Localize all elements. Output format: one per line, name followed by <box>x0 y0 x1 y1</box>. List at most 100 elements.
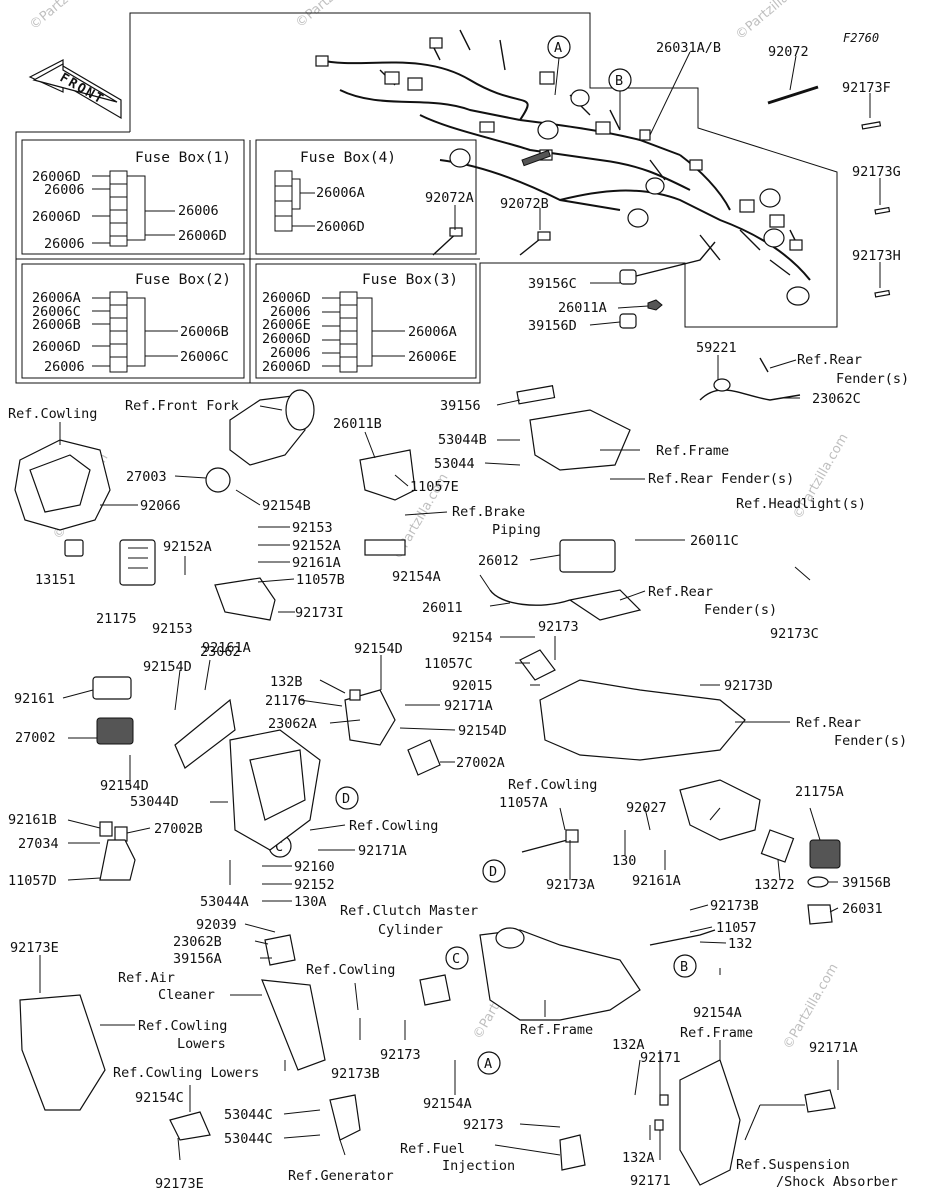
part-label: 53044C <box>224 1131 273 1147</box>
part-label: 130 <box>612 853 636 869</box>
part-label: 92171A <box>444 698 493 714</box>
part-label: 92161 <box>14 691 55 707</box>
fuse-box-title: Fuse Box(4) <box>300 150 396 166</box>
part-label: 26011B <box>333 416 382 432</box>
part-label: 132B <box>270 674 303 690</box>
fuse-box-title: Fuse Box(1) <box>135 150 231 166</box>
part-label: Cylinder <box>378 922 443 938</box>
fuse-box-title: Fuse Box(2) <box>135 272 231 288</box>
part-label: /Shock Absorber <box>776 1174 898 1190</box>
part-label: 39156A <box>173 951 222 967</box>
callout-letter: C <box>452 951 460 967</box>
part-label: 132A <box>622 1150 655 1166</box>
part-label: 23062A <box>268 716 317 732</box>
part-label: 59221 <box>696 340 737 356</box>
part-label: 92171 <box>630 1173 671 1189</box>
part-label: 23062C <box>812 391 861 407</box>
part-label: 92173F <box>842 80 891 96</box>
main-harness <box>315 29 811 306</box>
part-label: Fender(s) <box>704 602 777 618</box>
part-label: 21175 <box>96 611 137 627</box>
part-label: 53044 <box>434 456 475 472</box>
part-label: Ref.Fuel <box>400 1141 465 1157</box>
part-label: 92171A <box>809 1040 858 1056</box>
fuse-box-panel <box>15 12 838 384</box>
part-label: 39156D <box>528 318 577 334</box>
part-label: Ref.Clutch Master <box>340 903 478 919</box>
part-label: 92039 <box>196 917 237 933</box>
part-label: Ref.Rear Fender(s) <box>648 471 794 487</box>
part-label: 11057 <box>716 920 757 936</box>
callout: B <box>608 68 632 130</box>
fuse-box-4: Fuse Box(4) 26006A 26006D <box>274 150 396 235</box>
part-label: 27002 <box>15 730 56 746</box>
watermark: ©Partzilla.com <box>293 0 376 31</box>
callout: D <box>482 859 506 883</box>
part-label: 11057B <box>296 572 345 588</box>
part-label: 26011A <box>558 300 607 316</box>
part-label: 53044D <box>130 794 179 810</box>
callout-letter: A <box>554 40 562 56</box>
fuse-label: 26006 <box>44 236 85 252</box>
part-label: Cleaner <box>158 987 215 1003</box>
part-label: 92152A <box>163 539 212 555</box>
part-label: 26011C <box>690 533 739 549</box>
front-arrow-icon: FRONT <box>28 59 122 120</box>
part-label: Ref.Cowling <box>306 962 395 978</box>
part-label: 53044A <box>200 894 249 910</box>
part-label: 92154A <box>693 1005 742 1021</box>
part-label: Ref.Cowling <box>8 406 97 422</box>
part-labels: 26031A/B 92072 92173F 92173G 92173H 9207… <box>8 40 909 1192</box>
fuse-label: 26006E <box>262 317 311 333</box>
callout-letter: A <box>484 1056 492 1072</box>
part-label: 21175A <box>795 784 844 800</box>
callout: A <box>477 1051 501 1075</box>
part-label: 92153 <box>152 621 193 637</box>
part-label: 92154A <box>423 1096 472 1112</box>
fuse-box-3: Fuse Box(3) 26006D 26006 26006E 26006D 2… <box>262 272 458 375</box>
part-label: 92173 <box>538 619 579 635</box>
part-label: 92066 <box>140 498 181 514</box>
fuse-label: 26006E <box>408 349 457 365</box>
part-label: 92173B <box>331 1066 380 1082</box>
part-label: Ref.Cowling <box>138 1018 227 1034</box>
part-label: 92173G <box>852 164 901 180</box>
part-label: Ref.Generator <box>288 1168 394 1184</box>
part-label: Ref.Cowling Lowers <box>113 1065 259 1081</box>
callout-letter: B <box>615 73 623 89</box>
part-label: 26012 <box>478 553 519 569</box>
fuse-label: 26006B <box>180 324 229 340</box>
part-label: 130A <box>294 894 327 910</box>
fuse-label: 26006 <box>44 359 85 375</box>
fuse-label: 26006D <box>262 290 311 306</box>
watermark: ©Partzilla.com <box>27 0 110 33</box>
part-label: 92173D <box>724 678 773 694</box>
part-label: 92173A <box>546 877 595 893</box>
part-label: 11057E <box>410 479 459 495</box>
part-label: Ref.Cowling <box>508 777 597 793</box>
part-label: 92154D <box>458 723 507 739</box>
fuse-box-title: Fuse Box(3) <box>362 272 458 288</box>
part-label: 27002B <box>154 821 203 837</box>
leader-lines <box>39 51 881 1161</box>
part-label: Ref.Air <box>118 970 175 986</box>
watermark: ©Partzilla.com <box>780 961 841 1052</box>
part-label: Ref.Headlight(s) <box>736 496 866 512</box>
part-label: 92161B <box>8 812 57 828</box>
fuse-label: 26006 <box>270 345 311 361</box>
part-label: 92153 <box>292 520 333 536</box>
part-label: 92072A <box>425 190 474 206</box>
fuse-label: 26006 <box>44 182 85 198</box>
part-label: 132 <box>728 936 752 952</box>
part-label: 92152 <box>294 877 335 893</box>
fuse-label: 26006A <box>408 324 457 340</box>
fuse-label: 26006A <box>32 290 81 306</box>
fuse-label: 26006D <box>32 339 81 355</box>
part-label: 11057C <box>424 656 473 672</box>
part-label: Injection <box>442 1158 515 1174</box>
part-label: Ref.Front Fork <box>125 398 239 414</box>
part-label: 92173E <box>155 1176 204 1192</box>
part-label: 92027 <box>626 800 667 816</box>
callout-letter: C <box>275 839 283 855</box>
